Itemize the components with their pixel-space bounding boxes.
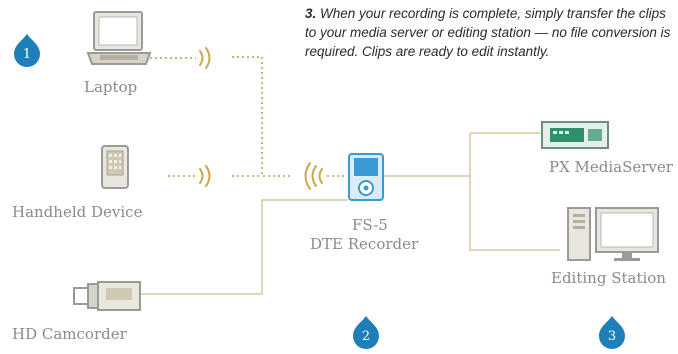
- editing-station-label: Editing Station: [551, 269, 666, 287]
- handheld-device-label: Handheld Device: [12, 203, 143, 221]
- step-1-badge: 1: [12, 33, 42, 67]
- hd-camcorder-icon: [72, 280, 142, 319]
- hd-camcorder-label: HD Camcorder: [12, 325, 127, 343]
- recorder-model-label: FS-5: [352, 216, 388, 234]
- laptop-label: Laptop: [84, 78, 138, 96]
- media-server-icon: [540, 120, 610, 155]
- editing-station-icon: [566, 206, 662, 269]
- laptop-icon: [86, 10, 152, 73]
- step-2-badge: 2: [351, 315, 381, 349]
- fs5-recorder-icon: [347, 152, 385, 207]
- recorder-name-label: DTE Recorder: [310, 235, 419, 253]
- step-2-label: 2: [361, 329, 371, 344]
- step-3-badge: 3: [597, 315, 627, 349]
- media-server-label: PX MediaServer: [549, 158, 673, 176]
- instruction-body: When your recording is complete, simply …: [305, 6, 671, 59]
- handheld-device-icon: [100, 144, 130, 195]
- step-3-label: 3: [607, 329, 617, 344]
- instruction-text: 3. When your recording is complete, simp…: [305, 4, 677, 61]
- step-1-label: 1: [22, 47, 32, 62]
- instruction-number: 3.: [305, 6, 317, 21]
